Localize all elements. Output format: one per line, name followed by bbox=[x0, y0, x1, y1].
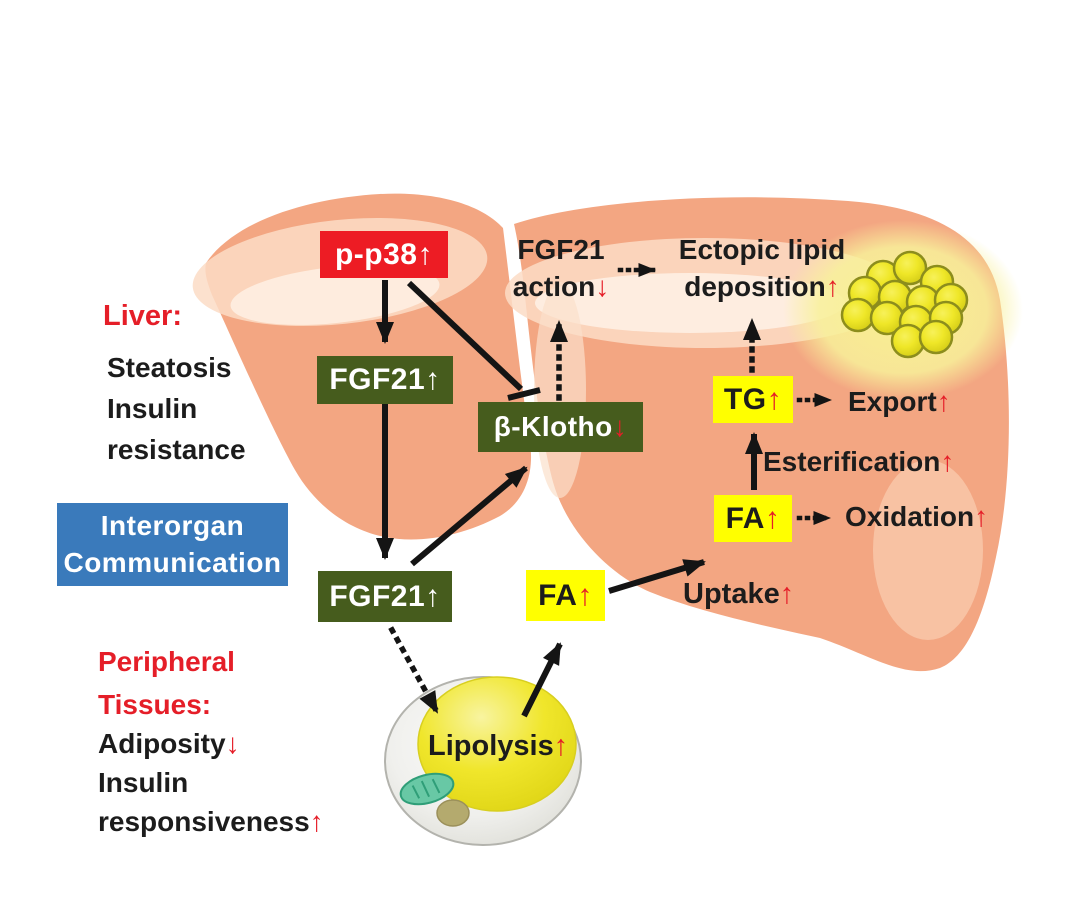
up-arrow-icon: ↑ bbox=[825, 271, 840, 302]
node-fa-plasma-label: FA bbox=[538, 578, 578, 612]
node-fgf21-liver: FGF21↑ bbox=[317, 356, 453, 404]
inhibit-line-pp38-to-bklotho bbox=[406, 280, 524, 392]
peripheral-title-line1: Peripheral bbox=[98, 646, 235, 677]
node-fgf21-circulating-label: FGF21 bbox=[329, 579, 426, 613]
adipocyte-icon bbox=[384, 676, 582, 846]
liver-section-title: Liver: bbox=[103, 300, 182, 332]
inhibit-bar bbox=[507, 387, 541, 401]
node-fa-liver: FA↑ bbox=[714, 495, 792, 542]
esterification-label: Esterification↑ bbox=[763, 446, 955, 477]
arrow-fgf21-to-bklotho bbox=[410, 465, 528, 567]
liver-line-steatosis: Steatosis bbox=[107, 352, 232, 383]
fgf21-action-line2: action↓ bbox=[512, 271, 610, 302]
up-arrow-icon: ↑ bbox=[779, 578, 795, 610]
interorgan-line1: Interorgan bbox=[100, 509, 245, 541]
node-fa-liver-label: FA bbox=[725, 501, 765, 535]
up-arrow-icon: ↑ bbox=[577, 578, 593, 612]
up-arrow-icon: ↑ bbox=[553, 730, 569, 762]
node-fgf21-liver-label: FGF21 bbox=[329, 363, 426, 396]
down-arrow-icon: ↓ bbox=[225, 728, 240, 759]
node-fa-plasma: FA↑ bbox=[526, 570, 605, 621]
up-arrow-icon: ↑ bbox=[936, 386, 951, 417]
liver-highlight bbox=[873, 460, 983, 640]
fgf21-action-line1: FGF21 bbox=[517, 234, 605, 265]
lipolysis-label: Lipolysis↑ bbox=[428, 730, 569, 762]
up-arrow-icon: ↑ bbox=[974, 501, 989, 532]
up-arrow-icon: ↑ bbox=[940, 446, 955, 477]
node-p-p38-label: p-p38 bbox=[334, 237, 418, 271]
node-beta-klotho: β-Klotho↓ bbox=[478, 402, 643, 452]
ectopic-line1: Ectopic lipid bbox=[678, 234, 846, 265]
interorgan-line2: Communication bbox=[63, 546, 282, 578]
organelle-icon bbox=[436, 799, 470, 827]
node-fgf21-circulating: FGF21↑ bbox=[318, 571, 452, 622]
up-arrow-icon: ↑ bbox=[417, 237, 433, 271]
mitochondria-icon bbox=[399, 772, 455, 806]
node-beta-klotho-label: β-Klotho bbox=[493, 411, 613, 442]
ectopic-lipid-label: Ectopic lipid deposition↑ bbox=[662, 231, 862, 305]
peripheral-line-insulin: Insulin bbox=[98, 767, 189, 798]
interorgan-communication-box: Interorgan Communication bbox=[57, 503, 288, 586]
liver-line-insulin: Insulin bbox=[107, 393, 198, 424]
node-tg: TG↑ bbox=[713, 376, 793, 423]
peripheral-line-adiposity: Adiposity↓ bbox=[98, 728, 240, 759]
node-tg-label: TG bbox=[723, 382, 767, 416]
oxidation-label: Oxidation↑ bbox=[845, 501, 989, 532]
arrow-lipolysis-to-fa bbox=[521, 642, 563, 718]
up-arrow-icon: ↑ bbox=[425, 363, 441, 396]
liver-highlight bbox=[535, 273, 845, 333]
fgf21-action-label: FGF21 action↓ bbox=[496, 231, 626, 305]
peripheral-section-lines: Adiposity↓ Insulin responsiveness↑ bbox=[98, 724, 324, 841]
uptake-label: Uptake↑ bbox=[683, 578, 795, 610]
node-p-p38: p-p38↑ bbox=[320, 231, 448, 278]
down-arrow-icon: ↓ bbox=[595, 271, 610, 302]
down-arrow-icon: ↓ bbox=[612, 411, 628, 442]
liver-line-resistance: resistance bbox=[107, 434, 246, 465]
export-label: Export↑ bbox=[848, 386, 951, 417]
up-arrow-icon: ↑ bbox=[425, 579, 441, 613]
liver-section-lines: Steatosis Insulin resistance bbox=[107, 347, 246, 470]
peripheral-title-line2: Tissues: bbox=[98, 689, 212, 720]
up-arrow-icon: ↑ bbox=[309, 806, 324, 837]
arrow-uptake bbox=[608, 559, 706, 594]
up-arrow-icon: ↑ bbox=[766, 382, 783, 416]
dashed-arrow-fgf21-to-lipolysis bbox=[388, 626, 441, 716]
up-arrow-icon: ↑ bbox=[764, 501, 781, 535]
peripheral-line-responsiveness: responsiveness↑ bbox=[98, 806, 324, 837]
peripheral-section-title: Peripheral Tissues: bbox=[98, 640, 235, 726]
lipid-droplets-icon bbox=[840, 250, 969, 359]
ectopic-line2: deposition↑ bbox=[684, 271, 840, 302]
